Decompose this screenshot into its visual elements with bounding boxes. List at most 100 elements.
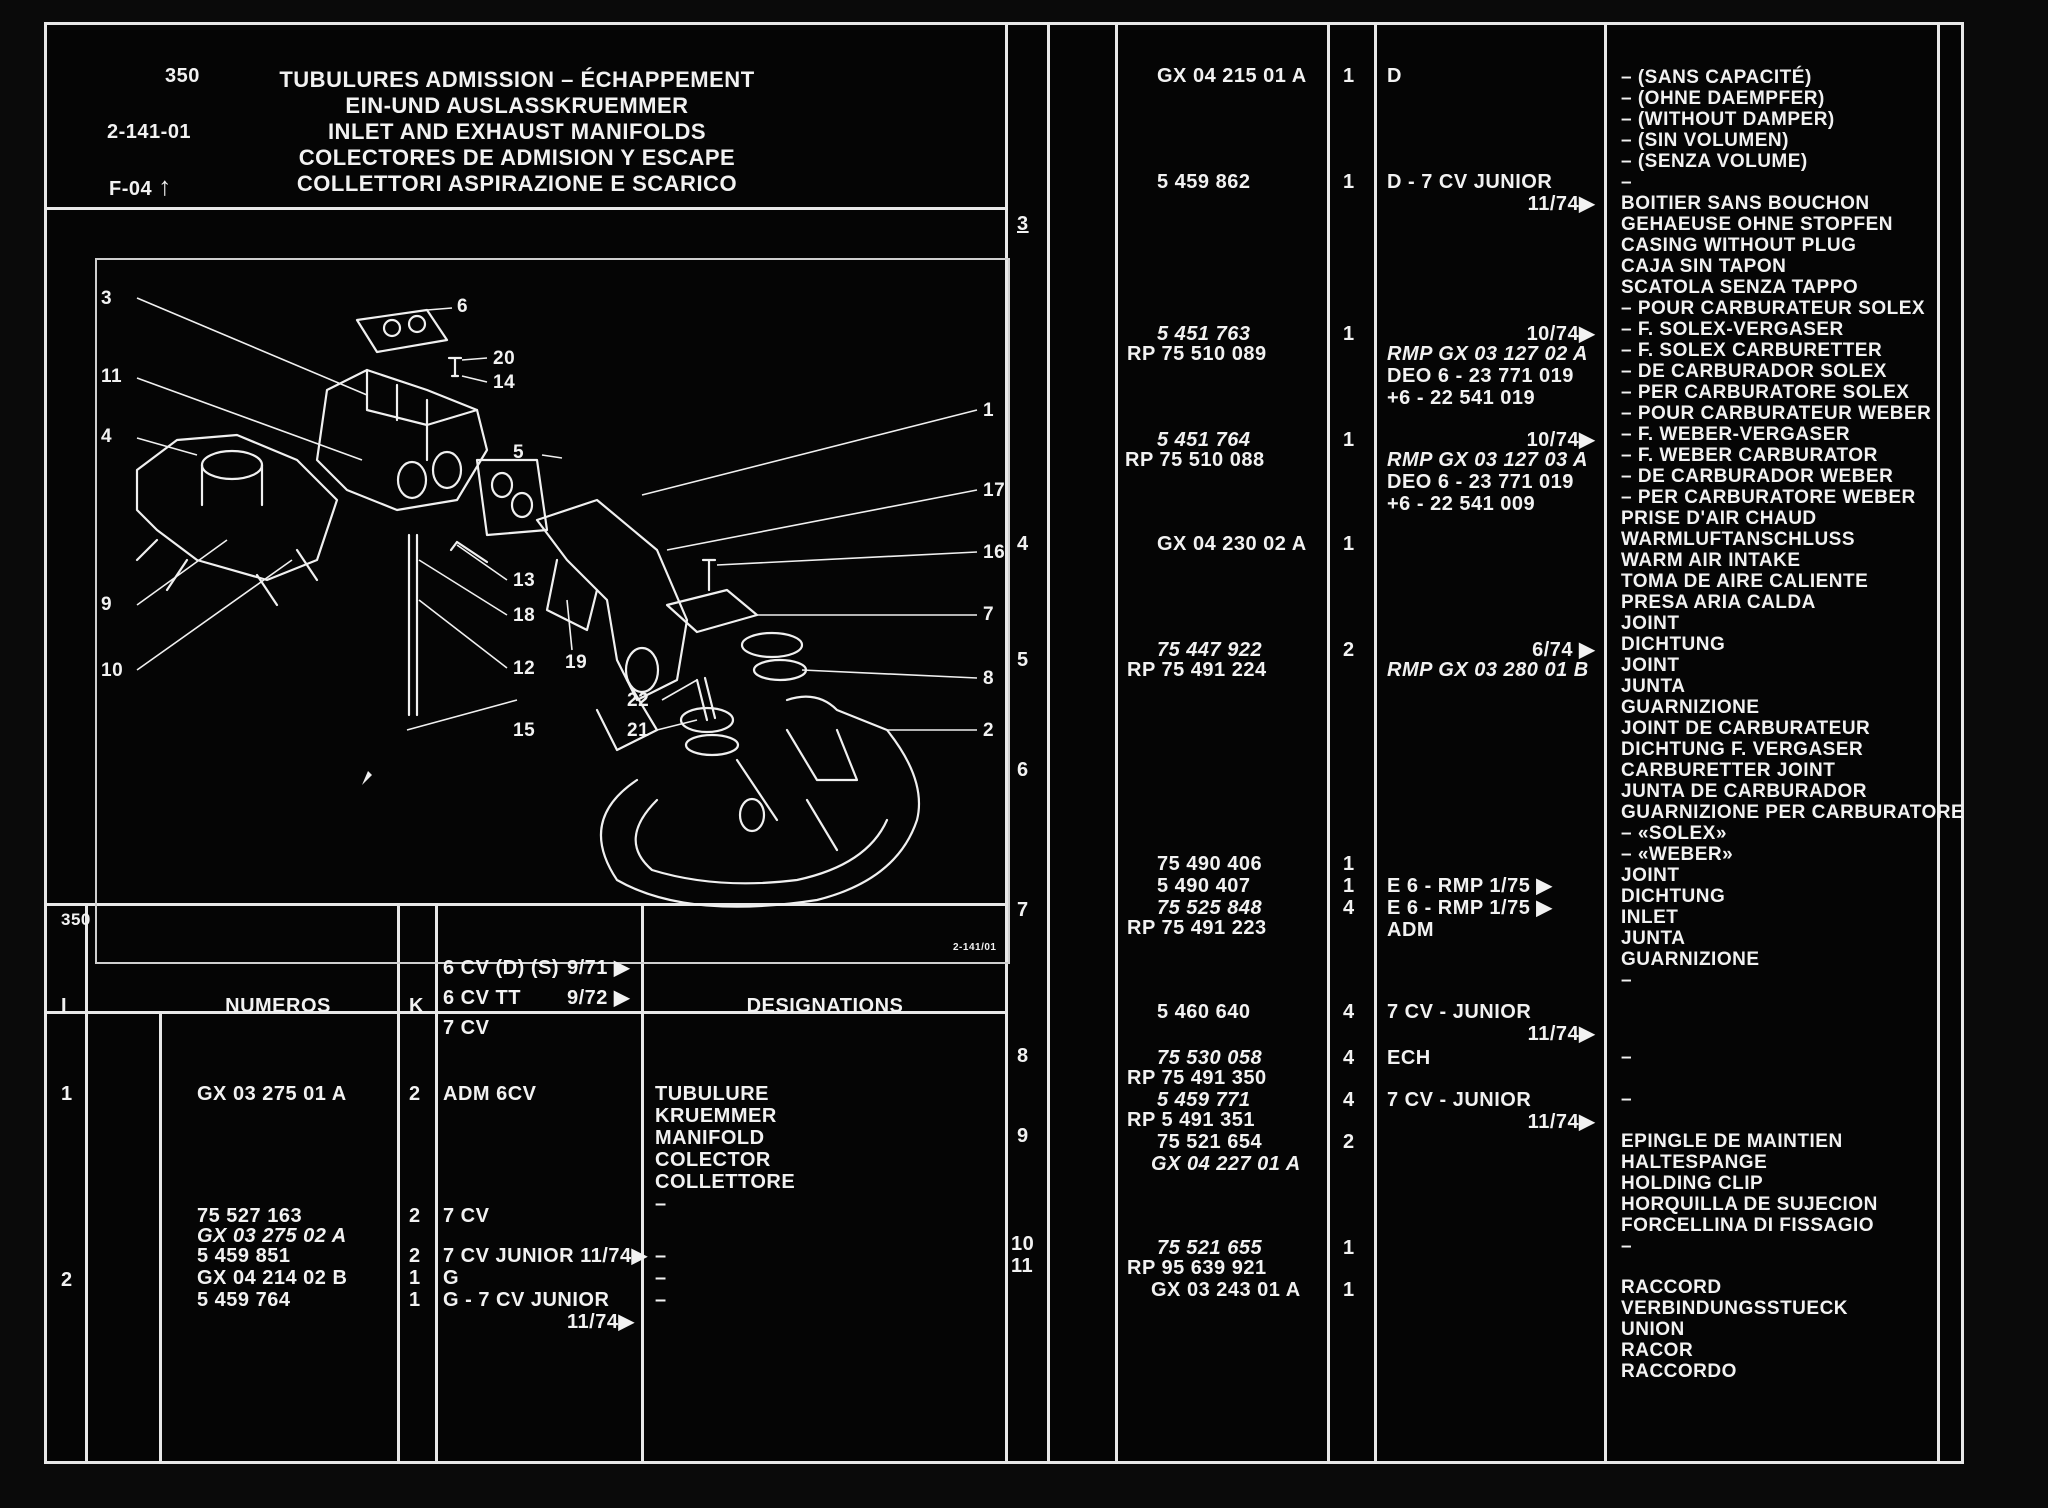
designation-line: TOMA DE AIRE CALIENTE bbox=[1621, 571, 1869, 592]
designation-line: JOINT bbox=[1621, 865, 1680, 886]
designation-line: – DE CARBURADOR WEBER bbox=[1621, 466, 1894, 487]
part-number: 5 451 763 bbox=[1157, 323, 1251, 345]
model-application: E 6 - RMP 1/75 ▶ bbox=[1387, 875, 1553, 897]
part-number: 75 527 163 bbox=[197, 1205, 303, 1227]
designation-block: EPINGLE DE MAINTIEN HALTESPANGE HOLDING … bbox=[1621, 1131, 1878, 1257]
parts-catalog-sheet: 350 2-141-01 F-04 ↑ TUBULURES ADMISSION … bbox=[44, 22, 1964, 1464]
designation-block: TUBULURE KRUEMMER MANIFOLD COLECTOR COLL… bbox=[655, 1083, 795, 1215]
model-application: 11/74▶ bbox=[567, 1311, 635, 1333]
designation-line: DICHTUNG bbox=[1621, 634, 1726, 655]
designation-block: RACCORD VERBINDUNGSSTUECK UNION RACOR RA… bbox=[1621, 1277, 1848, 1382]
variant-date-2: 9/72 ▶ bbox=[567, 987, 630, 1009]
callout-20: 20 bbox=[493, 348, 516, 369]
model-application: D bbox=[1387, 65, 1402, 87]
quantity: 1 bbox=[409, 1267, 421, 1289]
quantity: 1 bbox=[1343, 1237, 1355, 1259]
quantity: 4 bbox=[1343, 1089, 1355, 1111]
item-2: 2 bbox=[61, 1269, 73, 1291]
designation-line: WARMLUFTANSCHLUSS bbox=[1621, 529, 1856, 550]
item-6: 6 bbox=[1017, 759, 1029, 781]
divider-item-col bbox=[1047, 25, 1050, 1461]
part-number: RP 75 491 224 bbox=[1127, 659, 1267, 681]
diagram-ref: 2-141/01 bbox=[953, 942, 997, 953]
designation-line: JUNTA bbox=[1621, 676, 1686, 697]
fig-ref: F-04 ↑ bbox=[109, 171, 172, 201]
part-number: 5 459 862 bbox=[1157, 171, 1251, 193]
item-5: 5 bbox=[1017, 649, 1029, 671]
designation-line: JUNTA DE CARBURADOR bbox=[1621, 781, 1867, 802]
replacement-ref: DEO 6 - 23 771 019 bbox=[1387, 365, 1574, 387]
title-en: INLET AND EXHAUST MANIFOLDS bbox=[327, 119, 707, 144]
item-9: 9 bbox=[1017, 1125, 1029, 1147]
page-number: 350 bbox=[165, 65, 200, 87]
quantity: 1 bbox=[1343, 853, 1355, 875]
part-number: GX 04 214 02 B bbox=[197, 1267, 348, 1289]
quantity: 2 bbox=[409, 1205, 421, 1227]
item-8: 8 bbox=[1017, 1045, 1029, 1067]
model-application: 7 CV JUNIOR 11/74▶ bbox=[443, 1245, 648, 1267]
designation-line: RACOR bbox=[1621, 1340, 1694, 1361]
divider-col-blank bbox=[159, 1011, 162, 1463]
divider-numbers-col-left bbox=[1115, 25, 1118, 1461]
divider-qty-col bbox=[1374, 25, 1377, 1461]
model-application: 7 CV - JUNIOR bbox=[1387, 1089, 1532, 1111]
designation-line: GUARNIZIONE PER CARBURATORE bbox=[1621, 802, 1965, 823]
callout-6: 6 bbox=[457, 296, 469, 317]
callout-17: 17 bbox=[983, 480, 1006, 501]
designation-line: UNION bbox=[1621, 1319, 1685, 1340]
item-3: 3 bbox=[1017, 213, 1029, 235]
callout-16: 16 bbox=[983, 542, 1006, 563]
divider-model-col bbox=[1604, 25, 1607, 1461]
model-application: 7 CV - JUNIOR bbox=[1387, 1001, 1532, 1023]
part-number: GX 03 275 01 A bbox=[197, 1083, 347, 1105]
quantity: 4 bbox=[1343, 1047, 1355, 1069]
designation-line: – F. SOLEX CARBURETTER bbox=[1621, 340, 1883, 361]
designation-line: – PER CARBURATORE SOLEX bbox=[1621, 382, 1910, 403]
part-number: 75 525 848 bbox=[1157, 897, 1263, 919]
designation-line: JOINT bbox=[1621, 613, 1680, 634]
divider-right-edge bbox=[1937, 25, 1940, 1461]
item-4: 4 bbox=[1017, 533, 1029, 555]
part-number: 75 447 922 bbox=[1157, 639, 1263, 661]
model-application: 10/74▶ bbox=[1526, 323, 1595, 345]
quantity: 1 bbox=[1343, 875, 1355, 897]
page-ref: 2-141-01 bbox=[107, 121, 192, 143]
callout-22: 22 bbox=[627, 690, 650, 711]
variant-6cv-tt: 6 CV TT bbox=[443, 987, 521, 1009]
replacement-ref: +6 - 22 541 019 bbox=[1387, 387, 1536, 409]
part-number: RP 5 491 351 bbox=[1127, 1109, 1255, 1131]
model-application: ECH bbox=[1387, 1047, 1431, 1069]
col-header-numeros: NUMEROS bbox=[225, 995, 331, 1017]
callout-5: 5 bbox=[513, 442, 525, 463]
part-number: 5 490 407 bbox=[1157, 875, 1251, 897]
model-application: ADM bbox=[1387, 919, 1435, 941]
designation-line: JOINT DE CARBURATEUR bbox=[1621, 718, 1871, 739]
designation-line: HALTESPANGE bbox=[1621, 1152, 1768, 1173]
designation-line: – bbox=[1621, 1089, 1633, 1110]
divider-col-i bbox=[85, 903, 88, 1463]
quantity: 1 bbox=[1343, 533, 1355, 555]
designation-line: VERBINDUNGSSTUECK bbox=[1621, 1298, 1849, 1319]
quantity: 2 bbox=[1343, 1131, 1355, 1153]
designation-line: JUNTA bbox=[1621, 928, 1686, 949]
designation-line: – POUR CARBURATEUR SOLEX bbox=[1621, 298, 1926, 319]
designation-line: – «SOLEX» bbox=[1621, 823, 1727, 844]
designation-line: GEHAEUSE OHNE STOPFEN bbox=[1621, 214, 1893, 235]
quantity: 1 bbox=[409, 1289, 421, 1311]
designation-line: – (SIN VOLUMEN) bbox=[1621, 130, 1789, 151]
designation-line: – bbox=[1621, 970, 1633, 991]
designation-line: CAJA SIN TAPON bbox=[1621, 256, 1787, 277]
designation-line: EPINGLE DE MAINTIEN bbox=[1621, 1131, 1843, 1152]
replacement-ref: RMP GX 03 127 02 A bbox=[1387, 343, 1588, 365]
variant-date-1: 9/71 ▶ bbox=[567, 957, 630, 979]
part-number: 75 530 058 bbox=[1157, 1047, 1263, 1069]
exploded-diagram: 3 6 20 11 14 4 5 1 17 16 13 18 9 7 12 10… bbox=[95, 258, 1010, 964]
callout-18: 18 bbox=[513, 605, 536, 626]
callout-9: 9 bbox=[101, 594, 113, 615]
callout-7: 7 bbox=[983, 604, 995, 625]
designation-line: GUARNIZIONE bbox=[1621, 697, 1760, 718]
quantity: 2 bbox=[409, 1245, 421, 1267]
quantity: 1 bbox=[1343, 1279, 1355, 1301]
quantity: 2 bbox=[1343, 639, 1355, 661]
designation-line: GUARNIZIONE bbox=[1621, 949, 1760, 970]
